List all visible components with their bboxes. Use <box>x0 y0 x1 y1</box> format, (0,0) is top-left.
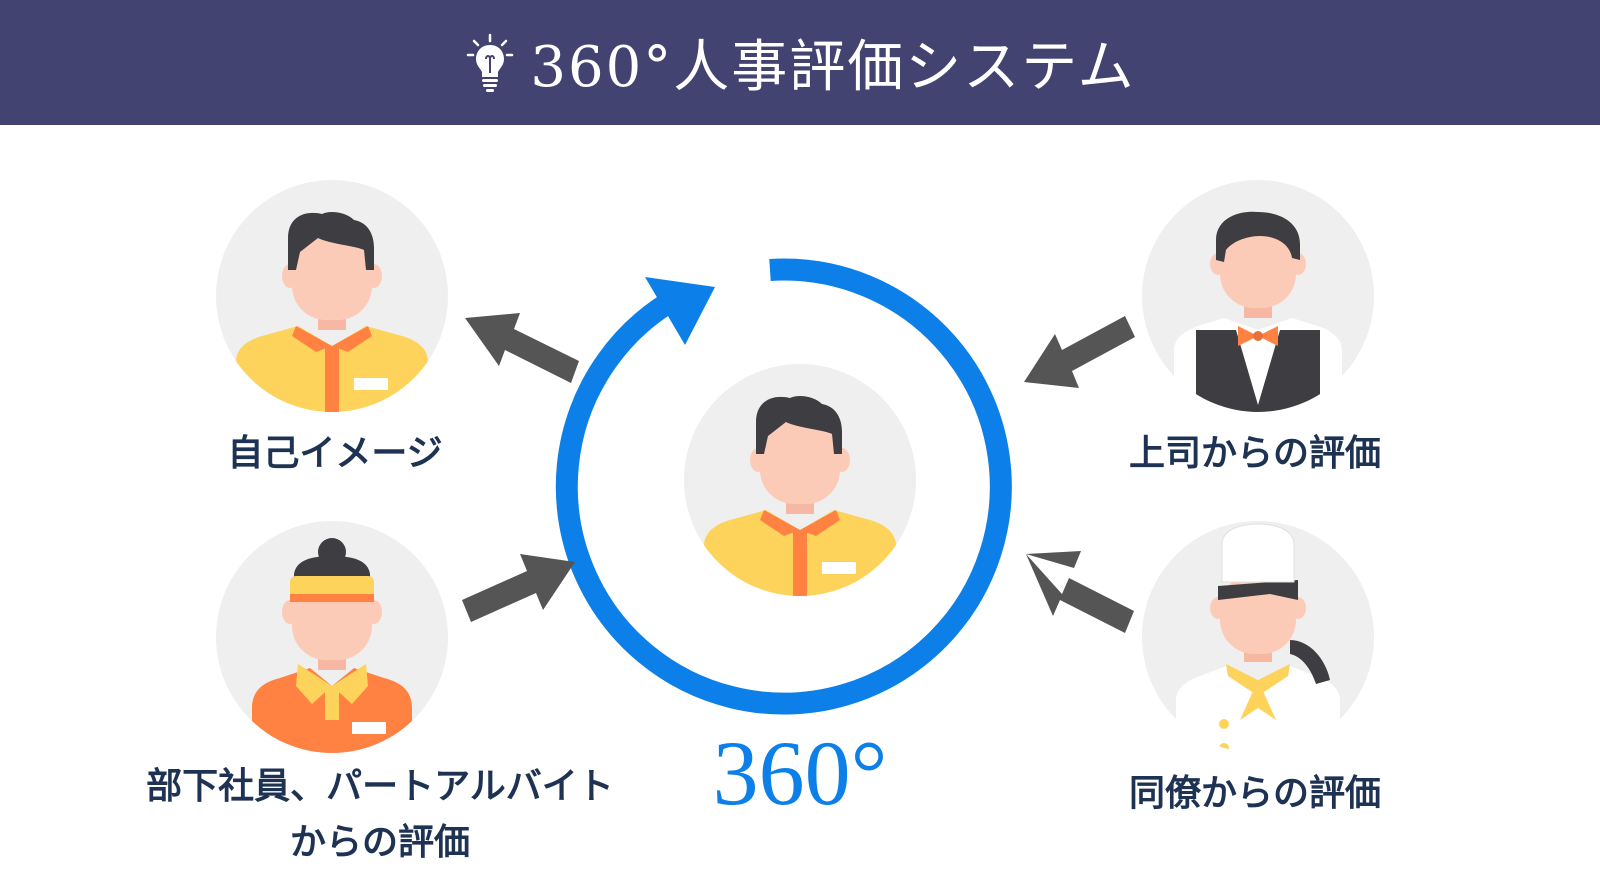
arrow-from-peer <box>1026 551 1134 633</box>
center-360-label: 360° <box>712 722 888 824</box>
avatar-peer <box>1142 521 1374 753</box>
avatar-self <box>216 180 448 412</box>
label-subordinate-line2: からの評価 <box>289 821 470 863</box>
header-bar: 360°人事評価システム <box>0 0 1600 125</box>
arrow-to-self <box>465 313 579 383</box>
arrow-from-boss <box>1024 316 1135 388</box>
lightbulb-icon <box>467 33 514 92</box>
avatar-center <box>684 364 916 596</box>
label-peer-evaluation: 同僚からの評価 <box>1128 772 1381 814</box>
avatar-boss <box>1142 180 1374 412</box>
label-self-image: 自己イメージ <box>227 432 443 474</box>
clockwise-ring-arrow <box>555 258 1012 715</box>
label-subordinate-evaluation: 部下社員、パートアルバイト からの評価 <box>90 758 670 870</box>
label-subordinate-line1: 部下社員、パートアルバイト <box>146 765 614 807</box>
label-boss-evaluation: 上司からの評価 <box>1128 432 1381 474</box>
avatar-subordinate <box>216 521 448 753</box>
arrow-from-subordinate <box>462 554 575 622</box>
page-title: 360°人事評価システム <box>530 35 1136 100</box>
